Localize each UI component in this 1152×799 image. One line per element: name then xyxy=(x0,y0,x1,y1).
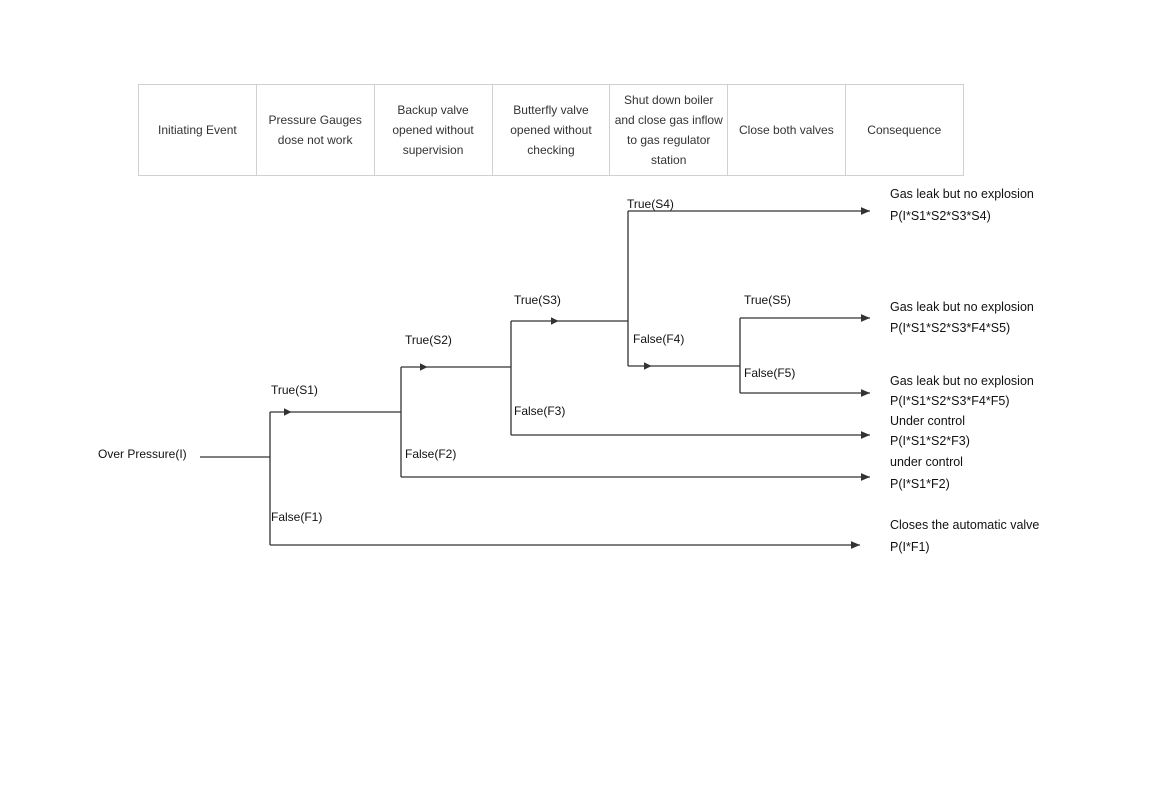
outcome-1-probability: P(I*S1*S2*S3*S4) xyxy=(890,209,991,223)
outcome-5-consequence: under control xyxy=(890,455,963,469)
outcome-5-probability: P(I*S1*F2) xyxy=(890,477,950,491)
outcome-3-consequence: Gas leak but no explosion xyxy=(890,374,1034,388)
header-shut-down-boiler: Shut down boiler and close gas inflow to… xyxy=(609,84,729,176)
label-f1: False(F1) xyxy=(271,510,322,524)
label-f4: False(F4) xyxy=(633,332,684,346)
label-s3: True(S3) xyxy=(514,293,561,307)
label-f2: False(F2) xyxy=(405,447,456,461)
header-close-both-valves: Close both valves xyxy=(727,84,846,176)
label-s2: True(S2) xyxy=(405,333,452,347)
initiating-event-label: Over Pressure(I) xyxy=(98,447,187,461)
outcome-3-probability: P(I*S1*S2*S3*F4*F5) xyxy=(890,394,1010,408)
header-consequence: Consequence xyxy=(844,84,965,176)
label-f5: False(F5) xyxy=(744,366,795,380)
outcome-2-probability: P(I*S1*S2*S3*F4*S5) xyxy=(890,321,1010,335)
label-s4: True(S4) xyxy=(627,197,674,211)
label-s5: True(S5) xyxy=(744,293,791,307)
event-tree-header: Initiating Event Pressure Gauges dose no… xyxy=(138,84,965,176)
header-initiating-event: Initiating Event xyxy=(138,84,257,176)
header-butterfly-valve: Butterfly valve opened without checking xyxy=(491,84,611,176)
outcome-2-consequence: Gas leak but no explosion xyxy=(890,300,1034,314)
label-s1: True(S1) xyxy=(271,383,318,397)
outcome-6-consequence: Closes the automatic valve xyxy=(890,518,1039,532)
label-f3: False(F3) xyxy=(514,404,565,418)
outcome-1-consequence: Gas leak but no explosion xyxy=(890,187,1034,201)
outcome-6-probability: P(I*F1) xyxy=(890,540,930,554)
outcome-4-consequence: Under control xyxy=(890,414,965,428)
outcome-4-probability: P(I*S1*S2*F3) xyxy=(890,434,970,448)
header-backup-valve: Backup valve opened without supervision xyxy=(373,84,493,176)
header-pressure-gauges: Pressure Gauges dose not work xyxy=(255,84,375,176)
